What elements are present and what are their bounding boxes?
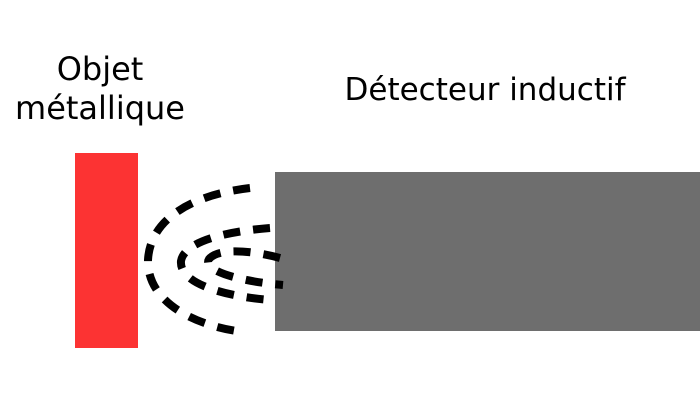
field-arc-middle-icon [177, 224, 271, 304]
field-arc-inner-icon [204, 247, 284, 289]
metal-object-shape [75, 153, 138, 348]
metal-object-label: Objet métallique [15, 50, 185, 128]
inductive-sensor-shape [275, 172, 700, 331]
inductive-sensor-label: Détecteur inductif [344, 72, 626, 108]
field-arc-outer-icon [143, 184, 251, 336]
